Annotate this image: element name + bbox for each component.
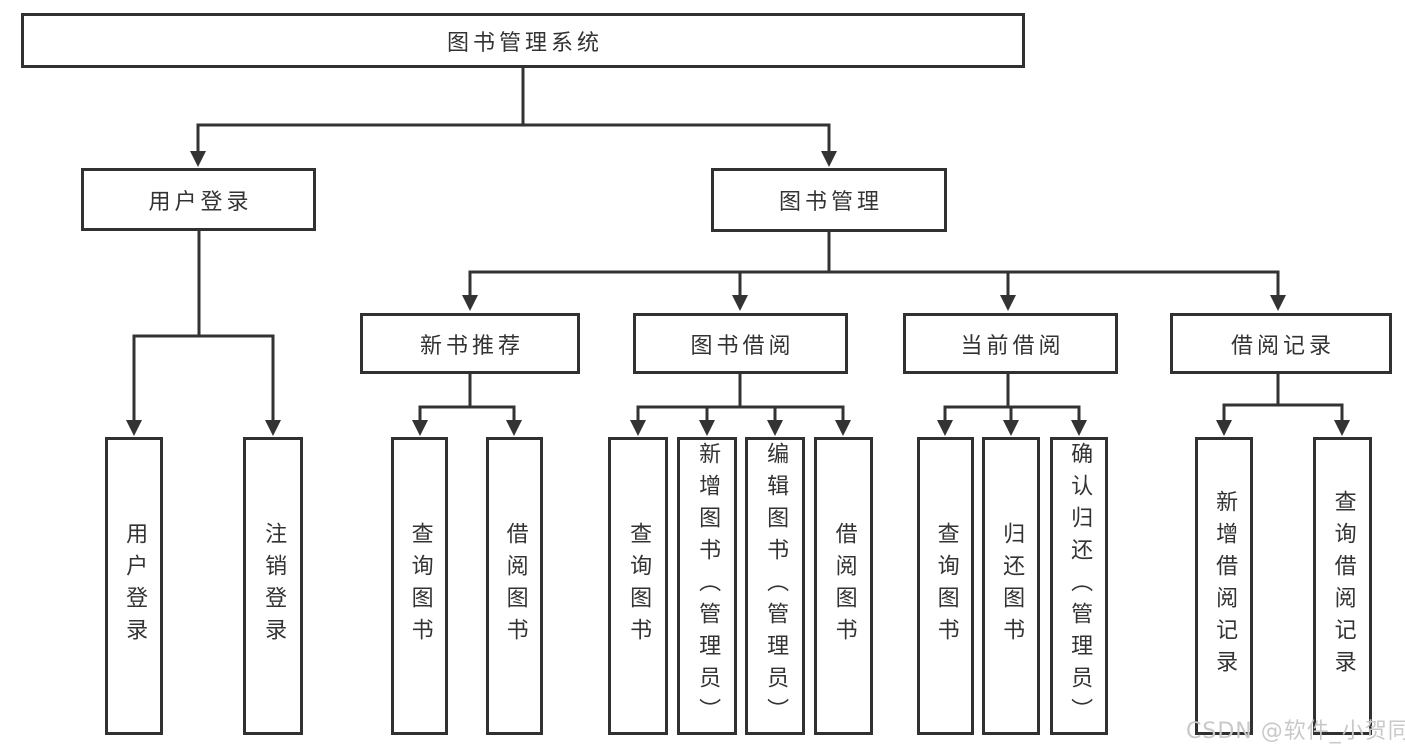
node-current-borrow: 当前借阅 (903, 313, 1118, 374)
leaf-add-books-admin: 新增图书（管理员） (677, 437, 737, 735)
connector-borrow-record-to-leaves (1216, 372, 1350, 436)
node-book-management: 图书管理 (711, 168, 947, 232)
leaf-newbook-query-books: 查询图书 (391, 437, 448, 735)
node-borrow-record: 借阅记录 (1170, 313, 1392, 374)
leaf-add-borrow-record-label: 新增借阅记录 (1212, 490, 1238, 682)
leaf-newbook-borrow-books-label: 借阅图书 (502, 522, 528, 650)
connector-user-login-to-leaves (126, 229, 281, 436)
leaf-add-borrow-record: 新增借阅记录 (1195, 437, 1253, 735)
node-book-borrow: 图书借阅 (633, 313, 848, 374)
node-user-login: 用户登录 (81, 168, 316, 231)
connector-root-to-level1 (190, 66, 837, 167)
leaf-borrow-books-label: 借阅图书 (831, 522, 857, 650)
leaf-current-query-books: 查询图书 (917, 437, 974, 735)
leaf-query-borrow-record: 查询借阅记录 (1313, 437, 1372, 735)
leaf-borrow-books: 借阅图书 (814, 437, 873, 735)
leaf-newbook-query-books-label: 查询图书 (407, 522, 433, 650)
leaf-edit-books-admin: 编辑图书（管理员） (745, 437, 805, 735)
leaf-user-login: 用户登录 (105, 437, 163, 735)
node-new-book-recommend: 新书推荐 (360, 313, 580, 374)
leaf-confirm-return-admin-label: 确认归还（管理员） (1067, 442, 1093, 730)
leaf-query-borrow-record-label: 查询借阅记录 (1330, 490, 1356, 682)
leaf-confirm-return-admin: 确认归还（管理员） (1050, 437, 1108, 735)
csdn-watermark: CSDN @软件_小贺同学 (1186, 719, 1405, 744)
connector-current-borrow-to-leaves (937, 372, 1087, 436)
leaf-add-books-admin-label: 新增图书（管理员） (695, 442, 721, 730)
node-root-library-system: 图书管理系统 (21, 13, 1025, 68)
leaf-borrow-query-books: 查询图书 (608, 437, 668, 735)
connector-new-book-to-leaves (412, 372, 522, 436)
leaf-borrow-query-books-label: 查询图书 (626, 522, 652, 650)
connector-book-management-to-level2 (462, 230, 1286, 311)
leaf-edit-books-admin-label: 编辑图书（管理员） (763, 442, 789, 730)
leaf-return-books: 归还图书 (982, 437, 1040, 735)
connector-book-borrow-to-leaves (630, 372, 851, 436)
leaf-current-query-books-label: 查询图书 (933, 522, 959, 650)
leaf-logout: 注销登录 (243, 437, 303, 735)
leaf-logout-label: 注销登录 (261, 522, 287, 650)
leaf-newbook-borrow-books: 借阅图书 (486, 437, 543, 735)
leaf-user-login-label: 用户登录 (122, 522, 148, 650)
leaf-return-books-label: 归还图书 (999, 522, 1025, 650)
